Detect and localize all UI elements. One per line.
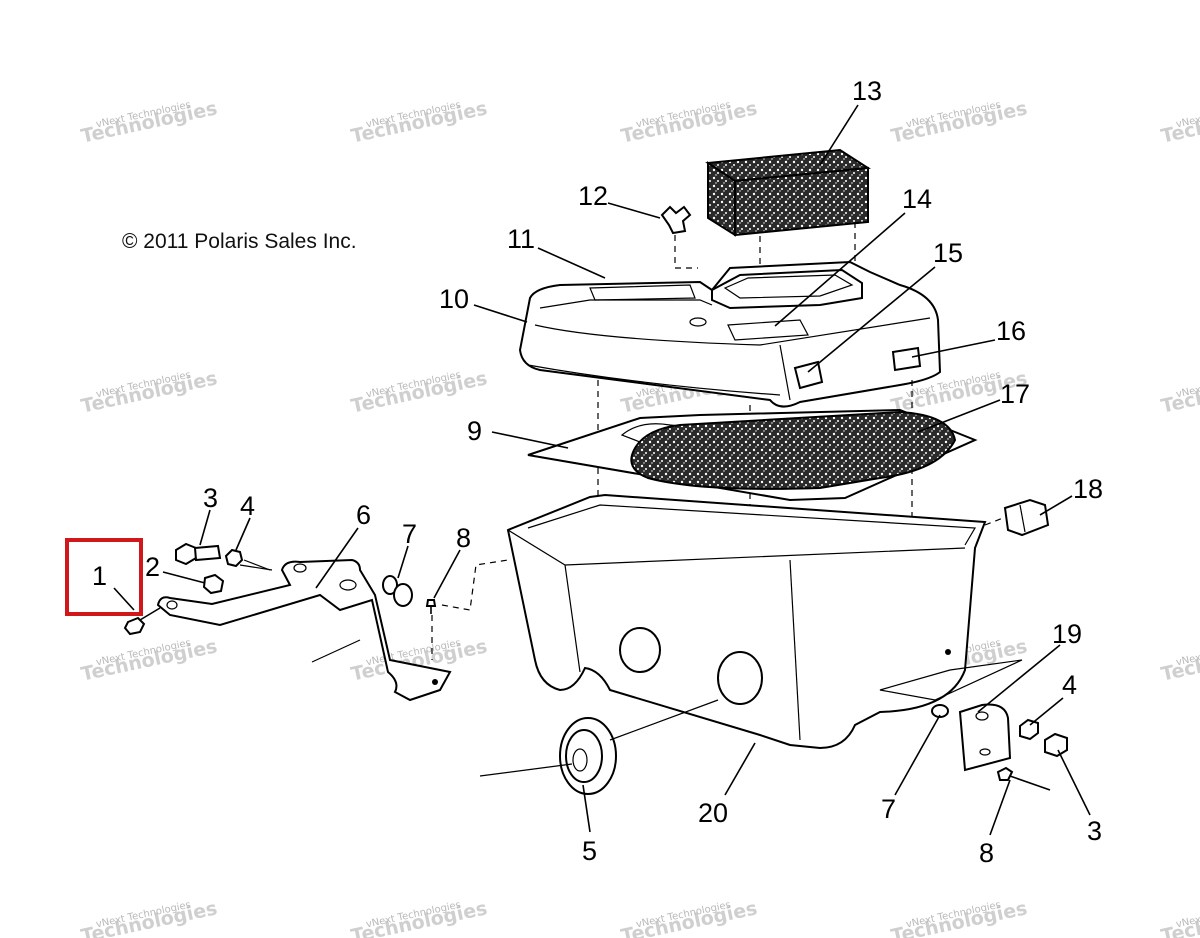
callout-5[interactable]: 5 [582, 836, 597, 866]
callout-3[interactable]: 3 [203, 483, 218, 513]
svg-text:vNext Technologies: vNext Technologies [1175, 370, 1200, 401]
callout-7[interactable]: 7 [402, 519, 417, 549]
part-8-screw-right [996, 766, 1051, 791]
callout-6[interactable]: 6 [356, 500, 371, 530]
callout-7-right[interactable]: 7 [881, 794, 896, 824]
svg-text:vNext Technologies: vNext Technologies [1175, 638, 1200, 669]
part-2-nut [202, 573, 225, 595]
part-3-bolt-right [1044, 732, 1068, 758]
callout-labels: 1 2 3 4 5 6 7 8 9 10 11 12 13 14 15 16 1… [92, 76, 1103, 868]
callout-2[interactable]: 2 [145, 552, 160, 582]
leader-lines [113, 104, 1091, 836]
callout-14[interactable]: 14 [902, 184, 932, 214]
callout-20[interactable]: 20 [698, 798, 728, 828]
part-7-grommet-right [931, 704, 949, 718]
part-4-washer-right [1019, 718, 1039, 741]
callout-18[interactable]: 18 [1073, 474, 1103, 504]
callout-9[interactable]: 9 [467, 416, 482, 446]
copyright-text: © 2011 Polaris Sales Inc. [122, 230, 357, 253]
callout-8[interactable]: 8 [456, 523, 471, 553]
part-7-grommet-left [382, 575, 433, 660]
callout-10[interactable]: 10 [439, 284, 469, 314]
part-13-foam-prefilter [705, 148, 871, 285]
svg-text:vNext Technologies: vNext Technologies [1175, 100, 1200, 131]
callout-3-right[interactable]: 3 [1087, 816, 1102, 846]
callout-15[interactable]: 15 [933, 238, 963, 268]
part-1-bolt [123, 607, 161, 636]
part-8-screw-left [425, 559, 509, 614]
part-20-airbox-base [506, 493, 987, 750]
callout-1[interactable]: 1 [92, 561, 107, 591]
callout-19[interactable]: 19 [1052, 619, 1082, 649]
callout-4-right[interactable]: 4 [1062, 670, 1077, 700]
callout-8-right[interactable]: 8 [979, 838, 994, 868]
part-4-washer-left [224, 548, 271, 571]
callout-4[interactable]: 4 [240, 491, 255, 521]
callout-12[interactable]: 12 [578, 181, 608, 211]
part-5-grommet [479, 699, 719, 795]
callout-17[interactable]: 17 [1000, 379, 1030, 409]
part-3-bolt-left [175, 542, 222, 566]
callout-11[interactable]: 11 [507, 224, 535, 254]
callout-16[interactable]: 16 [996, 316, 1026, 346]
part-17-main-foam-filter [630, 410, 957, 490]
callout-13[interactable]: 13 [852, 76, 882, 106]
part-10-airbox-cover [518, 260, 942, 408]
part-18-clip [984, 498, 1050, 537]
part-12-wing-nut [660, 205, 698, 269]
part-19-side-bracket [879, 659, 1023, 772]
selected-part-highlight [65, 538, 143, 616]
svg-text:vNext Technologies: vNext Technologies [1175, 900, 1200, 931]
part-6-mounting-bracket [156, 558, 452, 702]
